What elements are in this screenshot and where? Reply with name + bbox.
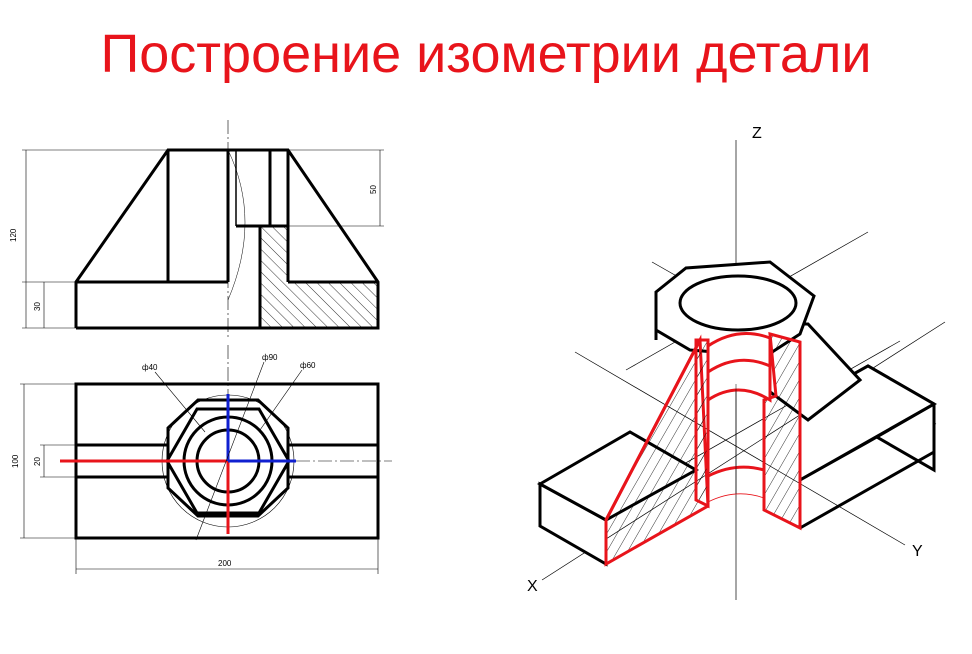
axis-label-z: Z	[752, 125, 762, 142]
dim-dia-hex: ф90	[262, 353, 278, 362]
iso-section-wall-right	[762, 331, 802, 531]
dim-depth-total: 100	[11, 454, 20, 468]
dim-dia-small: ф40	[142, 363, 158, 372]
iso-bore	[706, 332, 772, 403]
axis-label-x: X	[527, 578, 538, 595]
front-section-hatch	[260, 226, 378, 328]
dim-dia-bore: ф60	[300, 361, 316, 370]
front-view: 120 30 50	[9, 120, 384, 340]
dim-slot: 20	[33, 457, 42, 466]
dim-depth-bore: 50	[369, 185, 378, 194]
axis-label-y: Y	[912, 543, 923, 560]
dim-height-total: 120	[9, 228, 18, 242]
page-title: Построение изометрии детали	[100, 24, 872, 84]
iso-section-wall-left	[694, 338, 710, 509]
top-view: ф40 ф90 ф60 100 20 200	[11, 345, 392, 574]
dim-height-base: 30	[33, 302, 42, 311]
axis-y	[574, 351, 906, 546]
iso-hole-top	[678, 274, 798, 332]
isometric-view: Z X Y	[527, 125, 946, 600]
dim-width-total: 200	[218, 559, 232, 568]
